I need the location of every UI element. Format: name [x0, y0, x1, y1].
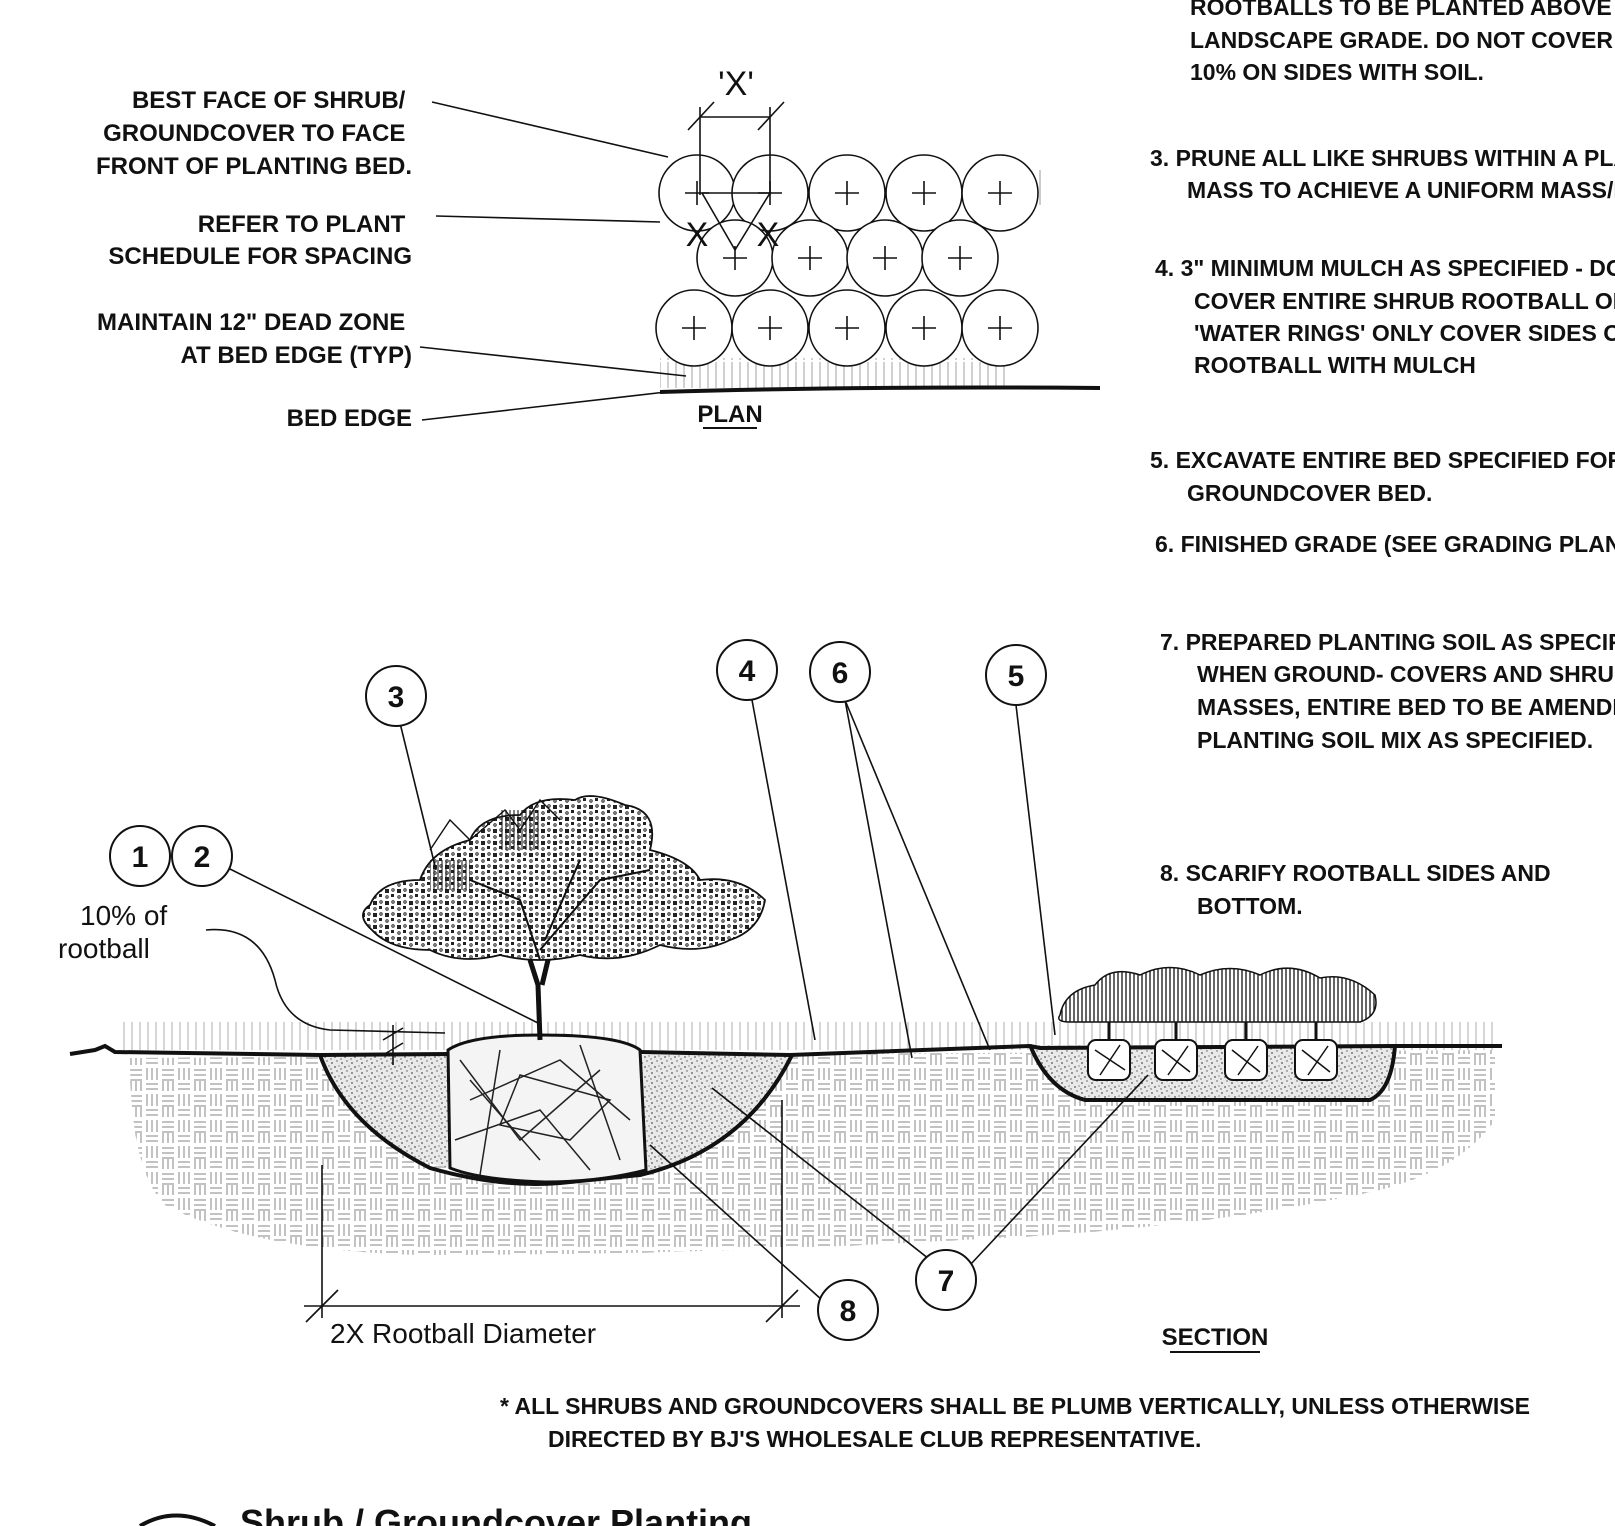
leader-rootball-pct — [205, 928, 446, 1034]
svg-text:3: 3 — [388, 681, 405, 714]
note-5: 5. EXCAVATE ENTIRE BED SPECIFIED FOR GRO… — [1150, 447, 1615, 506]
leader-3 — [399, 722, 437, 871]
leader-dead-zone — [419, 346, 687, 377]
detail-symbol — [138, 1513, 216, 1526]
shrub-pit-outline — [318, 1054, 794, 1186]
svg-text:2: 2 — [194, 841, 211, 874]
section-title: SECTION — [1162, 1324, 1269, 1351]
dimension-label: 2X Rootball Diameter — [330, 1318, 596, 1349]
label-dead-zone: MAINTAIN 12" DEAD ZONE AT BED EDGE (TYP) — [97, 309, 412, 369]
label-bed-edge: BED EDGE — [287, 405, 412, 432]
svg-text:8: 8 — [840, 1295, 857, 1328]
leader-7a — [711, 1087, 944, 1271]
shrub-canopy — [362, 795, 766, 961]
callout-5: 5 — [985, 644, 1047, 706]
plan-shrub-array — [655, 154, 1039, 367]
note-3: 3. PRUNE ALL LIKE SHRUBS WITHIN A PLANTE… — [1150, 145, 1615, 203]
groundcover-bed-soil — [1032, 1045, 1395, 1102]
detail-title: Shrub / Groundcover Planting — [240, 1502, 752, 1526]
rootball-roots — [454, 1044, 631, 1176]
callout-2: 2 — [171, 825, 233, 887]
leader-8 — [649, 1144, 823, 1301]
plan-bed-edge-line — [659, 385, 1101, 394]
leader-7b — [969, 1074, 1149, 1266]
leader-6b — [844, 699, 991, 1051]
leader-5 — [1015, 704, 1056, 1036]
note-7: 7. PREPARED PLANTING SOIL AS SPECIFIED. … — [1160, 629, 1615, 753]
general-notes: ROOTBALLS TO BE PLANTED ABOVE THE LANDSC… — [1150, 0, 1615, 919]
svg-text:1: 1 — [132, 841, 149, 874]
leader-6a — [844, 699, 913, 1059]
groundcover-bed-outline — [1028, 1044, 1397, 1102]
label-refer-schedule: REFER TO PLANT SCHEDULE FOR SPACING — [108, 211, 412, 270]
shrub-rootball — [446, 1033, 648, 1184]
leader-4 — [751, 699, 816, 1041]
label-rootball-pct: 10% of rootball — [58, 900, 175, 964]
groundcover-plants — [1058, 966, 1377, 1081]
general-note: * ALL SHRUBS AND GROUNDCOVERS SHALL BE P… — [500, 1393, 1536, 1452]
plan-view: 'X' X X BEST FACE OF SHRUB/ GROUNDCOVER … — [96, 65, 1101, 432]
callout-1: 1 — [109, 825, 171, 887]
leader-2 — [227, 867, 541, 1025]
svg-text:6: 6 — [832, 657, 849, 690]
x-mark-left: X — [686, 216, 709, 254]
callout-4: 4 — [716, 639, 778, 701]
svg-text:7: 7 — [938, 1265, 955, 1298]
label-best-face: BEST FACE OF SHRUB/ GROUNDCOVER TO FACE … — [96, 87, 412, 180]
leader-best-face — [431, 101, 669, 158]
section-view: 2X Rootball Diameter 10% of rootball 1 2… — [58, 639, 1502, 1353]
note-8: 8. SCARIFY ROOTBALL SIDES AND BOTTOM. — [1160, 860, 1557, 919]
callout-8: 8 — [817, 1279, 879, 1341]
callout-6: 6 — [809, 641, 871, 703]
leader-refer-schedule — [435, 215, 661, 223]
svg-text:5: 5 — [1008, 660, 1025, 693]
plan-title: PLAN — [697, 401, 762, 428]
spacing-triangle — [701, 192, 772, 252]
callout-3: 3 — [365, 665, 427, 727]
note-6: 6. FINISHED GRADE (SEE GRADING PLAN). — [1155, 531, 1615, 557]
note-4: 4. 3" MINIMUM MULCH AS SPECIFIED - DO NO… — [1155, 255, 1615, 378]
note-2: ROOTBALLS TO BE PLANTED ABOVE THE LANDSC… — [1190, 0, 1615, 85]
leader-bed-edge — [421, 391, 667, 421]
x-mark-right: X — [757, 216, 780, 254]
callout-7: 7 — [915, 1249, 977, 1311]
svg-text:4: 4 — [739, 655, 756, 688]
spacing-mark-label: 'X' — [718, 65, 754, 103]
footer: * ALL SHRUBS AND GROUNDCOVERS SHALL BE P… — [138, 1393, 1536, 1526]
